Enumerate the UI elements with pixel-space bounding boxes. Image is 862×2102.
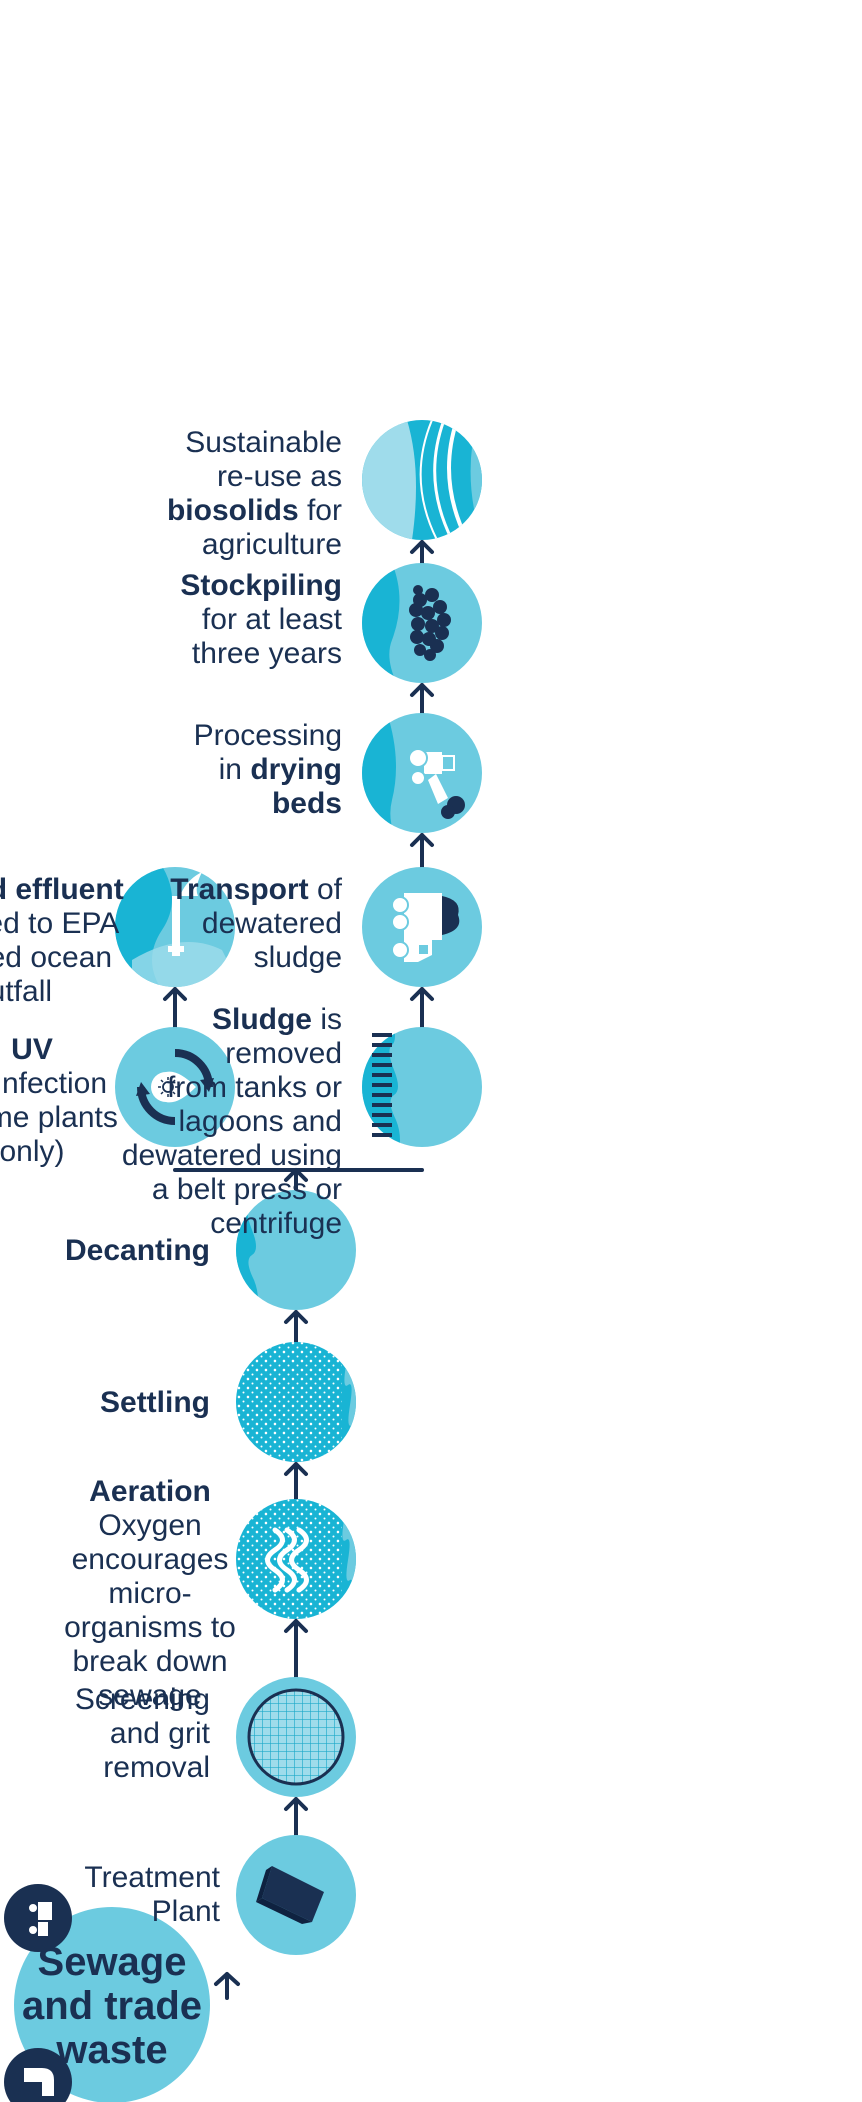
uv-line2: (some plants <box>0 1101 118 1134</box>
step-aeration: Aeration Oxygen encourages micro- organi… <box>64 1475 356 1712</box>
aeration-line6: sewage <box>98 1679 201 1712</box>
step-settling: Settling <box>100 1342 356 1462</box>
biosolids-line3: biosolids for <box>167 494 342 527</box>
effluent-line3: outfall <box>0 975 52 1008</box>
belt-press-icon <box>372 1033 392 1137</box>
stockpiling-line1: for at least <box>202 603 343 636</box>
aeration-title: Aeration <box>89 1475 211 1508</box>
drying-line2: in drying <box>219 753 342 786</box>
step-transport: Transport of dewatered sludge <box>170 867 482 987</box>
biosolids-line4: agriculture <box>202 528 342 561</box>
source-title-line3: waste <box>55 2028 167 2072</box>
step-uv-disinfection: UV disinfection (some plants only) <box>0 1027 235 1168</box>
stockpiling-title: Stockpiling <box>180 569 342 602</box>
step-decanting: Decanting <box>65 1190 356 1310</box>
sludge-line3: from tanks or <box>167 1071 342 1104</box>
sludge-line4: lagoons and <box>179 1105 342 1138</box>
uv-title: UV <box>11 1033 53 1066</box>
transport-line3: sludge <box>254 941 342 974</box>
step-stockpiling: Stockpiling for at least three years <box>180 563 482 683</box>
step-drying-beds: Processing in drying beds <box>194 713 482 833</box>
air-bubbles-icon <box>265 1527 309 1593</box>
effluent-line1: released to EPA <box>0 907 119 940</box>
step-screening: Screening and grit removal <box>75 1677 356 1797</box>
sludge-line7: centrifuge <box>210 1207 342 1240</box>
effluent-title: Treated effluent <box>0 873 124 906</box>
truck-icon <box>391 893 460 962</box>
step-biosolids: Sustainable re-use as biosolids for agri… <box>167 420 482 561</box>
screening-label-line1: Screening <box>75 1683 210 1716</box>
pipe-elbow-icon <box>4 2048 72 2102</box>
aeration-line1: Oxygen <box>98 1509 201 1542</box>
step-treatment-plant: Treatment Plant <box>84 1835 356 1955</box>
sludge-line1: Sludge is <box>212 1003 342 1036</box>
aeration-line3: micro- <box>108 1577 191 1610</box>
plant-label-line1: Treatment <box>84 1861 220 1894</box>
drying-line1: Processing <box>194 719 342 752</box>
uv-line1: disinfection <box>0 1067 107 1100</box>
sludge-line2: removed <box>225 1037 342 1070</box>
uv-sun-droplet-icon <box>136 1049 214 1125</box>
screen-mesh-icon <box>247 1688 345 1786</box>
screening-label-line2: and grit <box>110 1717 211 1750</box>
transport-line2: dewatered <box>202 907 342 940</box>
uv-line3: only) <box>0 1135 65 1168</box>
decanting-title: Decanting <box>65 1234 210 1267</box>
biosolids-line2: re-use as <box>217 460 342 493</box>
transport-line1: Transport of <box>170 873 342 906</box>
industrial-truck-icon <box>4 1884 72 1952</box>
aeration-line5: break down <box>72 1645 227 1678</box>
screening-label-line3: removal <box>103 1751 210 1784</box>
sludge-line5: dewatered using <box>122 1139 342 1172</box>
aeration-line2: encourages <box>72 1543 229 1576</box>
sewage-source: Sewage and trade waste <box>4 1884 210 2102</box>
sludge-line6: a belt press or <box>152 1173 342 1206</box>
front-loader-icon <box>408 748 465 819</box>
flow-connectors <box>163 540 434 2000</box>
source-title-line1: Sewage <box>38 1940 187 1984</box>
effluent-line2: licenced ocean <box>0 941 112 974</box>
plant-label-line2: Plant <box>152 1895 221 1928</box>
biosolids-line1: Sustainable <box>185 426 342 459</box>
settling-title: Settling <box>100 1386 210 1419</box>
treatment-plant-icon <box>256 1866 324 1924</box>
stockpiling-line2: three years <box>192 637 342 670</box>
stockpile-icon <box>409 585 451 661</box>
drying-line3: beds <box>272 787 342 820</box>
source-title-line2: and trade <box>22 1984 202 2028</box>
aeration-line4: organisms to <box>64 1611 236 1644</box>
